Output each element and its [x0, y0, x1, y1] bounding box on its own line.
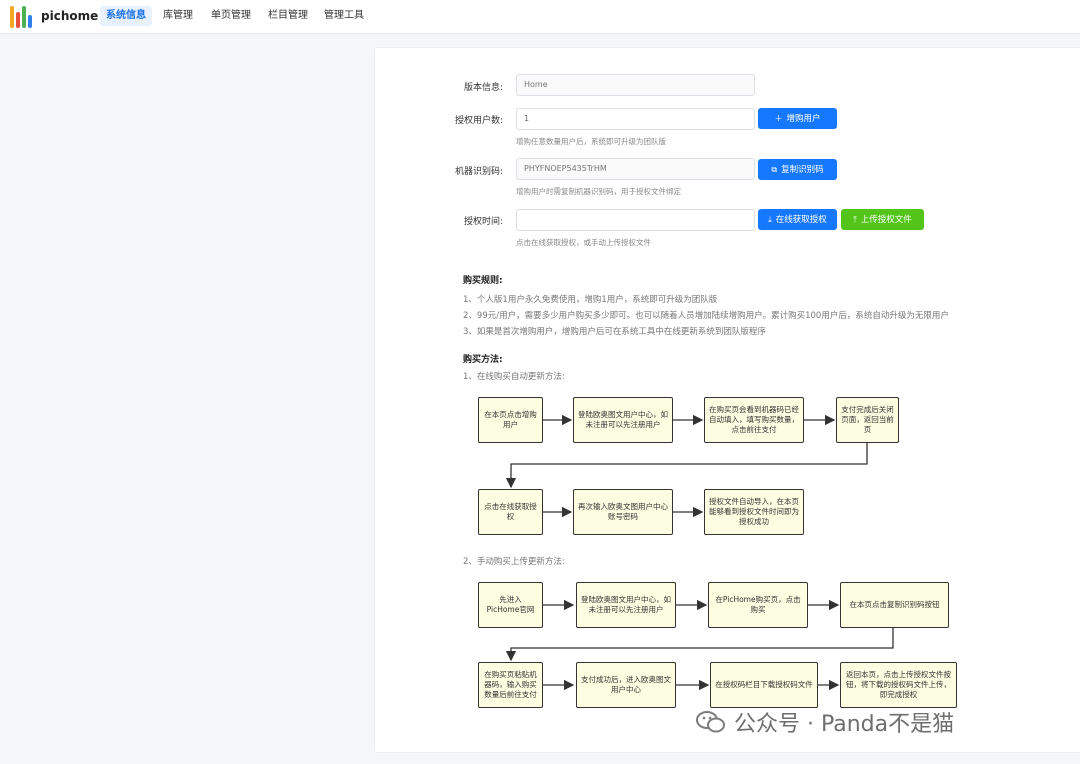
flow-step: 在购买页粘贴机器码，输入购买数量后前往支付: [478, 662, 543, 708]
auth-time-field[interactable]: [516, 209, 755, 231]
users-count-field[interactable]: 1: [516, 108, 755, 130]
flow-step: 先进入PicHome官网: [478, 582, 543, 628]
flow-step: 在PicHome购买页，点击购买: [708, 582, 808, 628]
rule-item: 2、99元/用户，需要多少用户购买多少即可。也可以随着人员增加陆续增购用户。累计…: [463, 311, 949, 321]
flow-step: 登陆欧奥图文用户中心，如未注册可以先注册用户: [576, 582, 676, 628]
flow-step: 授权文件自动导入，在本页能够看到授权文件时间即为授权成功: [704, 489, 804, 535]
nav-admin-tools[interactable]: 管理工具: [324, 10, 364, 21]
online-auth-button[interactable]: ⤓在线获取授权: [758, 209, 837, 230]
version-label: 版本信息:: [463, 83, 503, 93]
nav-system-info[interactable]: 系统信息: [100, 6, 152, 26]
flow-step: 支付成功后，进入欧奥图文用户中心: [576, 662, 676, 708]
purchase-methods-title: 购买方法:: [463, 355, 503, 365]
upload-auth-button-label: 上传授权文件: [860, 215, 912, 225]
version-field[interactable]: Home: [516, 74, 755, 96]
nav-library-manage[interactable]: 库管理: [163, 10, 193, 21]
auth-time-label: 授权时间:: [463, 217, 503, 227]
users-help: 增购任意数量用户后，系统即可升级为团队版: [516, 137, 666, 146]
copy-icon: ⧉: [771, 165, 778, 174]
upload-auth-button[interactable]: ⤒上传授权文件: [841, 209, 924, 230]
flow-step: 再次输入欧奥文图用户中心账号密码: [573, 489, 673, 535]
copy-code-button[interactable]: ⧉复制识别码: [758, 159, 837, 180]
add-users-button[interactable]: ＋增购用户: [758, 108, 837, 129]
users-label: 授权用户数:: [454, 116, 503, 126]
machine-code-field[interactable]: PHYFNOEP5435TrHM: [516, 158, 755, 180]
add-users-button-label: 增购用户: [786, 114, 821, 124]
nav-column-manage[interactable]: 栏目管理: [268, 10, 308, 21]
plus-icon: ＋: [774, 114, 783, 123]
manual-method-title: 2、手动购买上传更新方法:: [463, 557, 565, 567]
purchase-rules-title: 购买规则:: [463, 276, 503, 286]
rule-item: 1、个人版1用户永久免费使用，增购1用户，系统即可升级为团队版: [463, 295, 718, 305]
nav-page-manage[interactable]: 单页管理: [211, 10, 251, 21]
flow-step: 在本页点击增购用户: [478, 397, 543, 443]
machine-code-help: 增购用户时需复制机器识别码，用于授权文件绑定: [516, 187, 681, 196]
flow-step: 返回本页，点击上传授权文件按钮，将下载的授权码文件上传，即完成授权: [840, 662, 957, 708]
machine-code-label: 机器识别码:: [454, 167, 503, 177]
copy-code-button-label: 复制识别码: [781, 165, 824, 175]
flow-step: 支付完成后关闭页面，返回当前页: [836, 397, 899, 443]
flow-step: 点击在线获取授权: [478, 489, 543, 535]
pichome-logo-icon[interactable]: [10, 4, 34, 28]
flow-step: 在本页点击复制识别码按钮: [840, 582, 949, 628]
wechat-icon: [696, 710, 726, 740]
flow-step: 登陆欧奥图文用户中心，如未注册可以先注册用户: [573, 397, 673, 443]
online-auth-button-label: 在线获取授权: [775, 215, 827, 225]
brand-name[interactable]: pichome: [41, 9, 99, 23]
flow-step: 在授权码栏目下载授权码文件: [710, 662, 818, 708]
online-method-title: 1、在线购买自动更新方法:: [463, 372, 565, 382]
top-navbar: pichome 系统信息 库管理 单页管理 栏目管理 管理工具: [0, 0, 1080, 34]
watermark-text: 公众号 · Panda不是猫: [734, 712, 955, 737]
download-icon: ⤓: [768, 215, 772, 224]
auth-time-help: 点击在线获取授权，或手动上传授权文件: [516, 238, 651, 247]
flow-step: 在购买页会看到机器码已经自动填入，填写购买数量，点击前往支付: [704, 397, 804, 443]
upload-icon: ⤒: [853, 215, 857, 224]
rule-item: 3、如果是首次增购用户，增购用户后可在系统工具中在线更新系统到团队版程序: [463, 327, 766, 337]
watermark: 公众号 · Panda不是猫: [696, 706, 954, 740]
